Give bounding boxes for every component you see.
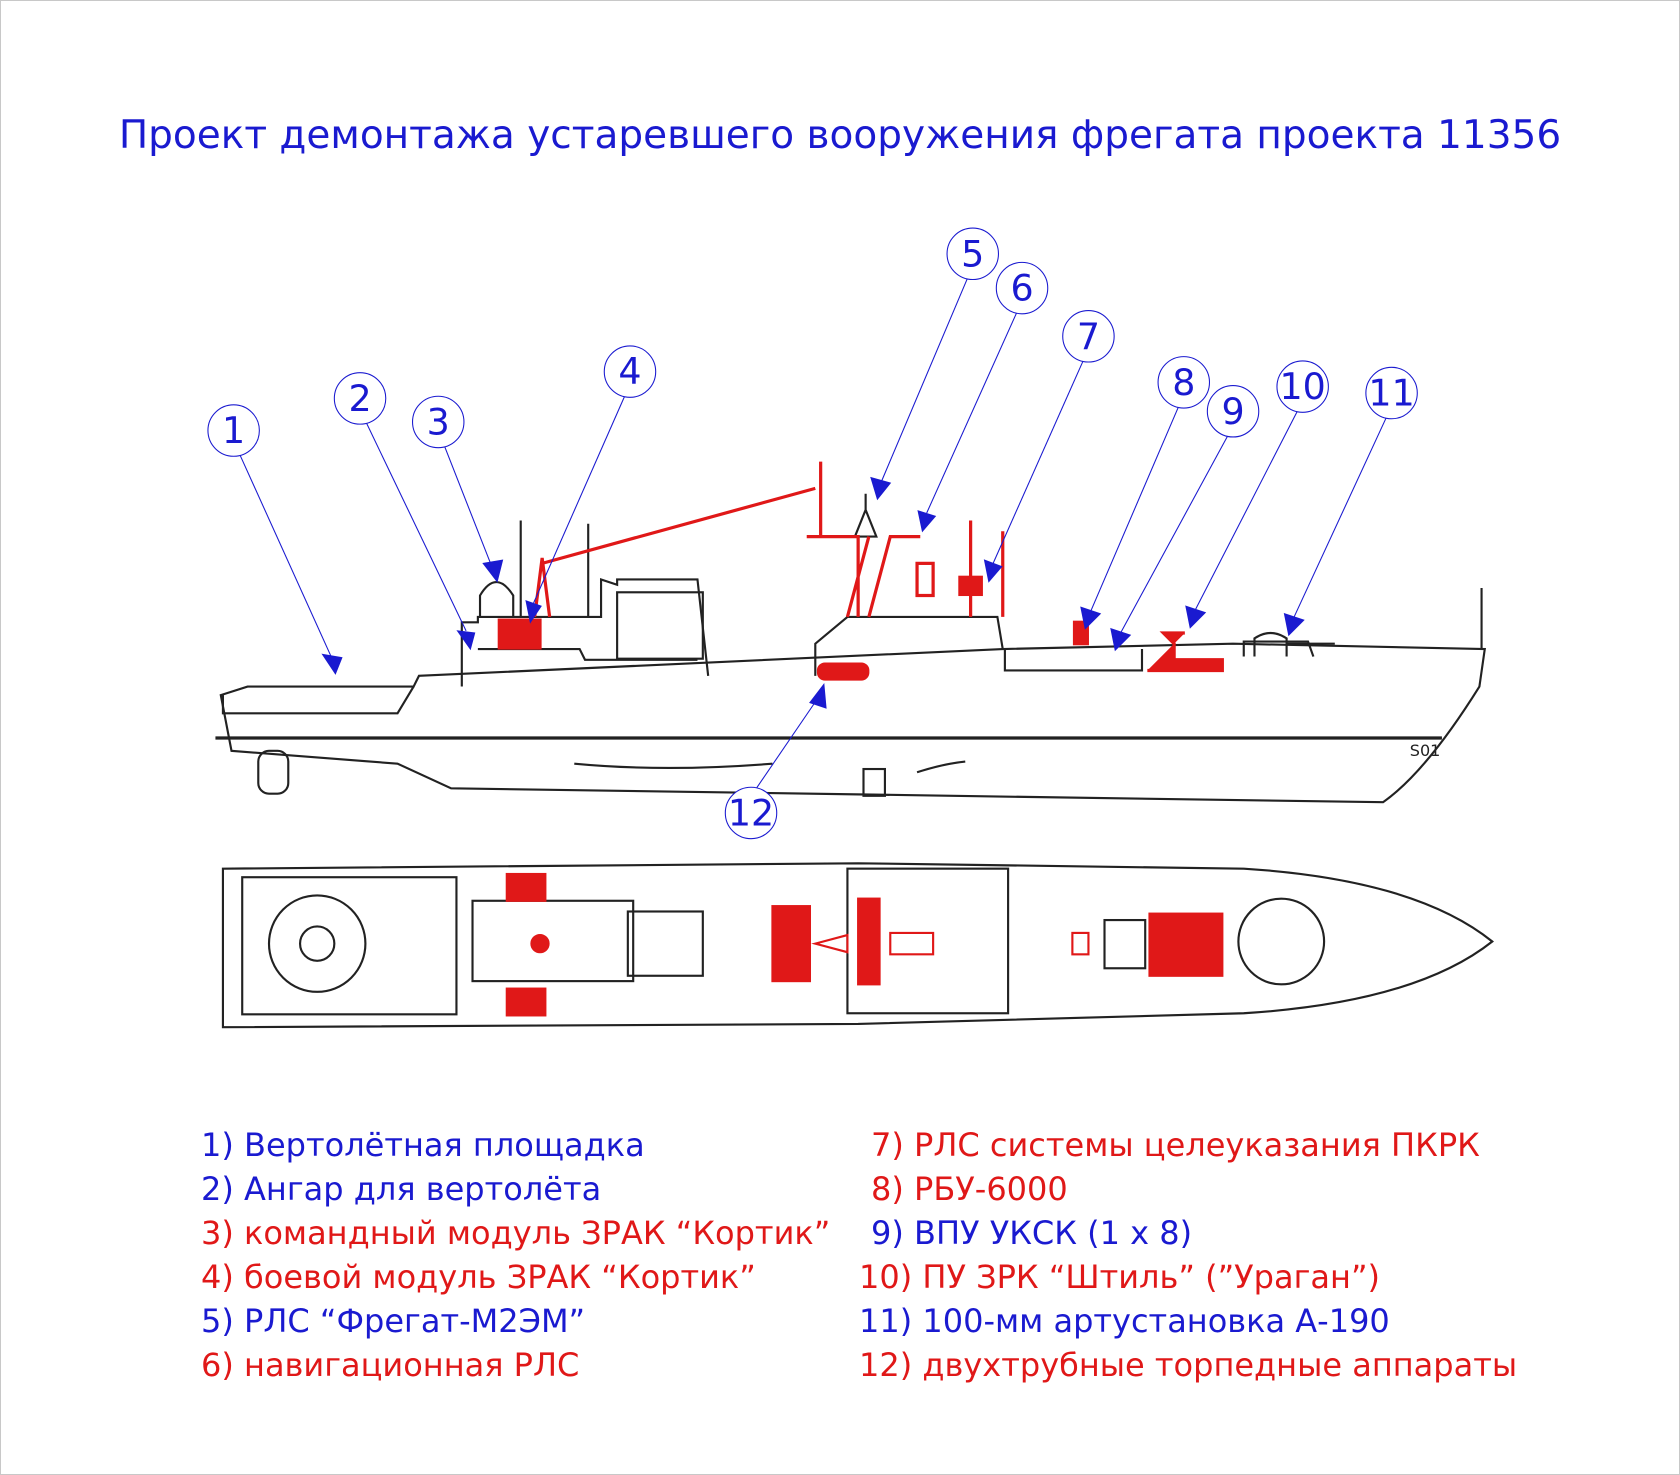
legend-item-2: 2) Ангар для вертолёта <box>201 1170 602 1208</box>
ukck-plan <box>1103 918 1147 970</box>
torpedo-plan <box>771 905 812 983</box>
side-profile <box>215 493 1487 804</box>
svg-text:2: 2 <box>348 377 371 420</box>
hull-outline <box>219 642 1487 804</box>
torpedo-tubes <box>816 662 870 681</box>
dome-kortik-cmd <box>478 581 515 617</box>
gun-a190 <box>1253 631 1335 657</box>
helideck <box>241 876 458 1016</box>
legend-item-1: 1) Вертолётная площадка <box>201 1126 645 1164</box>
svg-text:12: 12 <box>728 791 774 834</box>
svg-text:5: 5 <box>961 232 984 275</box>
removed-equipment-plan <box>505 872 1224 1017</box>
callout-1: 1 <box>207 404 343 675</box>
propeller-rudder <box>257 749 290 795</box>
callouts: 1 2 3 4 5 6 7 8 9 10 11 12 <box>207 227 1418 840</box>
nav-radar-6 <box>915 561 935 598</box>
callout-3: 3 <box>411 395 504 583</box>
svg-text:9: 9 <box>1221 390 1244 433</box>
svg-text:4: 4 <box>618 350 641 393</box>
radar-plan <box>811 931 935 956</box>
funnel-plan <box>626 910 704 977</box>
rbu-6000 <box>1072 620 1089 646</box>
removed-equipment-side <box>497 461 1224 681</box>
kortik-plan-2 <box>505 987 547 1017</box>
legend-item-12: 12) двухтрубные торпедные аппараты <box>859 1346 1518 1384</box>
legend-item-5: 5) РЛС “Фрегат-М2ЭМ” <box>201 1302 586 1340</box>
svg-text:10: 10 <box>1280 365 1326 408</box>
gun-plan <box>1237 897 1326 986</box>
legend-item-6: 6) навигационная РЛС <box>201 1346 580 1384</box>
callout-11: 11 <box>1283 366 1418 637</box>
legend-item-11: 11) 100-мм артустановка А-190 <box>859 1302 1390 1340</box>
kortik-cmd-plan <box>530 933 550 954</box>
callout-6: 6 <box>917 261 1049 533</box>
hangar-plan <box>471 899 635 983</box>
crane-4 <box>533 486 816 618</box>
callout-4: 4 <box>525 345 657 624</box>
rbu-plan <box>1071 931 1090 956</box>
callout-2: 2 <box>333 372 476 651</box>
bulbous-keel <box>574 760 966 774</box>
callout-5: 5 <box>870 227 999 501</box>
legend-item-8: 8) РБУ-6000 <box>871 1170 1068 1208</box>
funnel <box>616 591 704 660</box>
helideck-circle <box>267 894 367 993</box>
svg-text:8: 8 <box>1172 361 1195 404</box>
legend-left: 1) Вертолётная площадка 2) Ангар для вер… <box>201 1123 830 1387</box>
callout-7: 7 <box>983 310 1115 583</box>
radar-5 <box>853 493 878 538</box>
svg-text:11: 11 <box>1368 372 1414 415</box>
sonar-dome <box>862 767 886 797</box>
page-title: Проект демонтажа устаревшего вооружения … <box>118 113 1562 158</box>
callout-12: 12 <box>724 682 827 840</box>
legend-item-10: 10) ПУ ЗРК “Штиль” (”Ураган”) <box>859 1258 1380 1296</box>
mast-plan <box>857 897 881 986</box>
legend-item-4: 4) боевой модуль ЗРАК “Кортик” <box>201 1258 756 1296</box>
kortik-cmd-module <box>497 618 542 650</box>
legend-item-7: 7) РЛС системы целеуказания ПКРК <box>871 1126 1480 1164</box>
mast-lattice <box>806 461 921 618</box>
svg-text:1: 1 <box>222 409 245 452</box>
legend-item-3: 3) командный модуль ЗРАК “Кортик” <box>201 1214 831 1252</box>
superstructure-aft <box>460 577 710 687</box>
svg-text:7: 7 <box>1077 315 1100 358</box>
hull-number: S01 <box>1410 741 1441 760</box>
svg-text:3: 3 <box>427 400 450 443</box>
helideck-aft <box>221 685 415 715</box>
kortik-plan-1 <box>505 872 547 902</box>
shtil-plan <box>1148 912 1224 977</box>
foredeck-block <box>1003 640 1315 672</box>
helideck-ring <box>298 925 336 962</box>
shtil-launcher <box>1147 631 1224 673</box>
svg-text:6: 6 <box>1010 267 1033 310</box>
callout-10: 10 <box>1185 360 1329 629</box>
callout-9: 9 <box>1110 385 1260 652</box>
callout-8: 8 <box>1080 356 1211 630</box>
legend-right: 7) РЛС системы целеуказания ПКРК 8) РБУ-… <box>859 1123 1517 1387</box>
legend-item-9: 9) ВПУ УКСК (1 x 8) <box>871 1214 1193 1252</box>
